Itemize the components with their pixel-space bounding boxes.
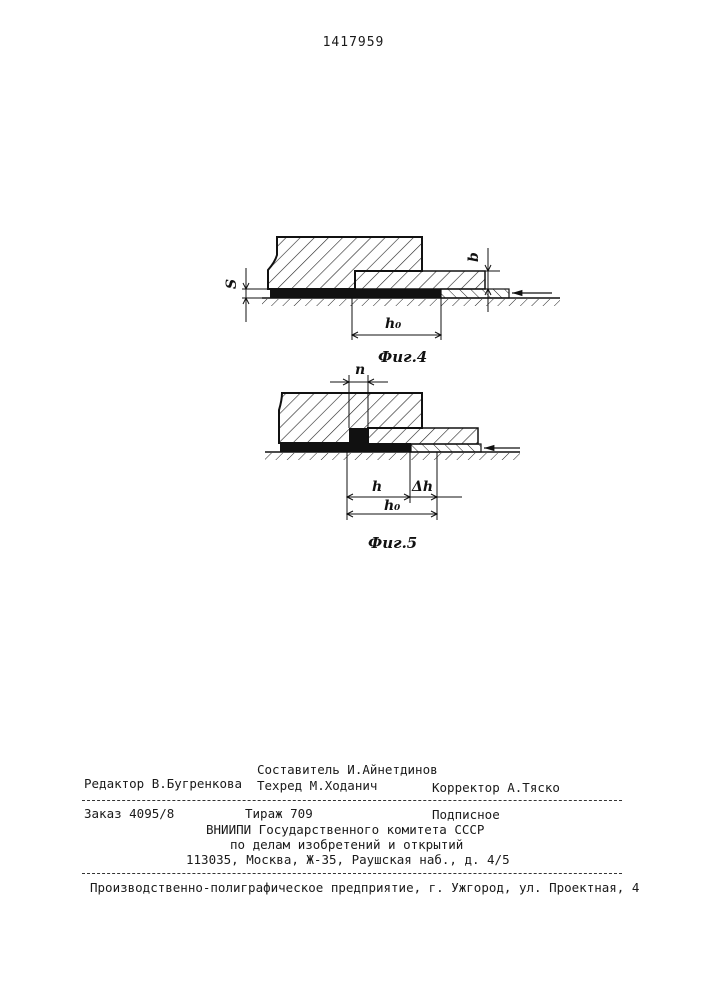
circulation-line: Тираж 709 [245,806,313,821]
fig5-black-insert [349,428,368,444]
fig4-label-h0: h₀ [385,316,401,332]
figure-4: S b h₀ Фиг.4 [224,237,560,366]
org-line-2: по делам изобретений и открытий [230,837,463,852]
techred-line: Техред М.Ходанич [257,778,377,793]
fig4-label-s: S [224,279,240,289]
order-line: Заказ 4095/8 [84,806,174,821]
org-line-1: ВНИИПИ Государственного комитета СССР [206,822,484,837]
fig5-label-dh: Δh [411,479,433,495]
divider-2 [82,873,622,874]
fig4-thin-strip [441,289,509,298]
fig5-label-h: h [372,479,382,495]
fig4-label-b: b [466,252,482,262]
fig4-ground-hatch [262,299,560,306]
fig4-black-layer [270,289,441,298]
fig5-ground-hatch [265,453,520,460]
fig5-middle-plate [368,428,478,444]
fig5-label-n: n [355,362,365,378]
fig4-middle-plate [355,271,485,289]
fig5-label-h0: h₀ [384,498,400,514]
fig5-caption: Фиг.5 [368,534,417,552]
figure-5: n h Δh h₀ Фиг.5 [265,362,520,552]
org-line-3: 113035, Москва, Ж-35, Раушская наб., д. … [186,852,510,867]
divider-1 [82,800,622,801]
fig5-thin-strip [411,444,481,452]
fig4-caption: Фиг.4 [378,348,427,366]
compiler-line: Составитель И.Айнетдинов [257,762,438,777]
printer-line: Производственно-полиграфическое предприя… [90,880,639,895]
editor-line: Редактор В.Бугренкова [84,776,242,791]
subscription-line: Подписное [432,807,500,822]
corrector-line: Корректор А.Тяско [432,780,560,795]
fig5-black-layer [280,443,411,452]
